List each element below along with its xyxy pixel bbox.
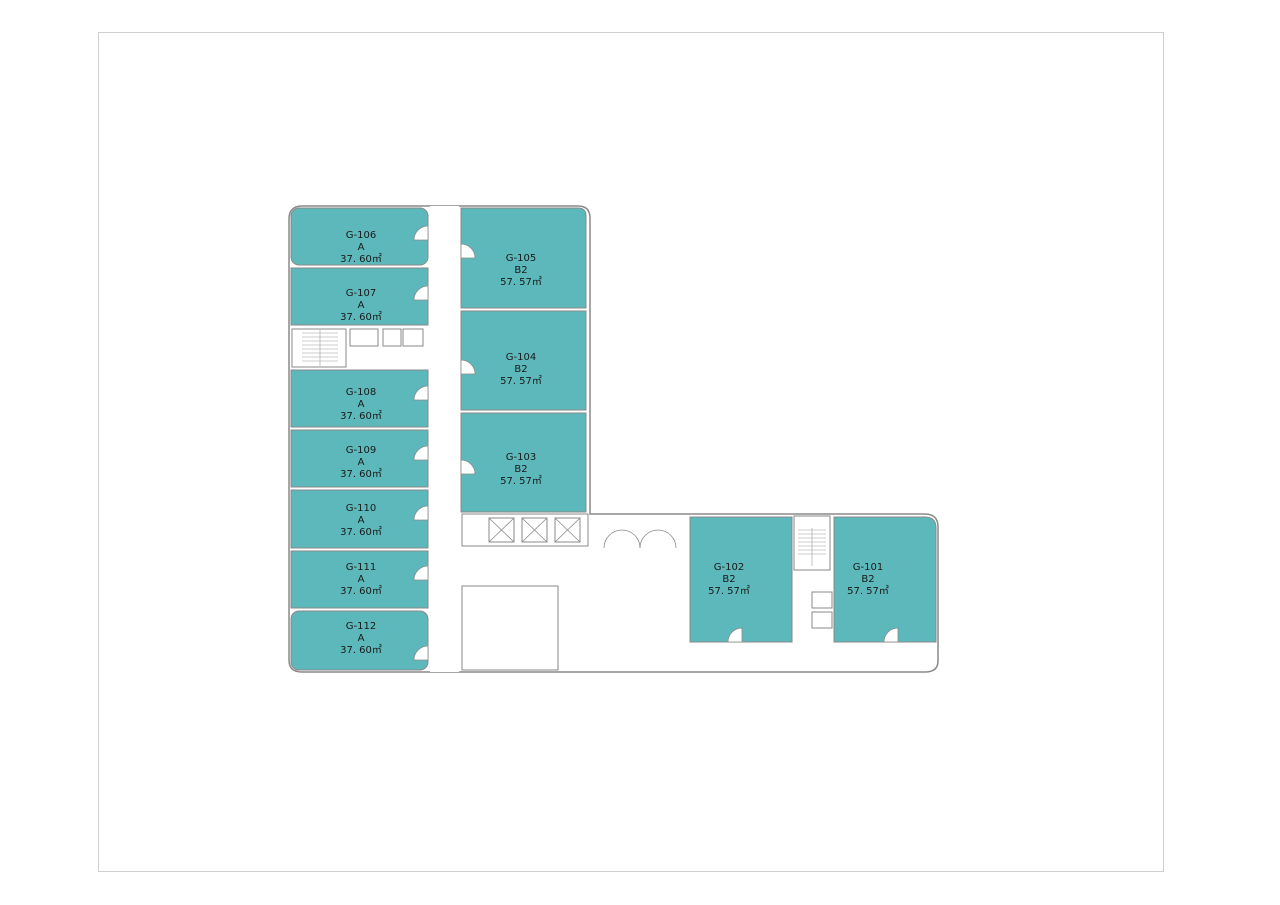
room-id-label: G-109: [346, 445, 376, 456]
door-swings: [413, 225, 899, 661]
room-type-label: B2: [722, 574, 735, 585]
room-g-105: [460, 207, 587, 309]
room-id-label: G-101: [853, 562, 883, 573]
elevator-lobby: [461, 513, 589, 547]
room-g-103: [460, 412, 587, 513]
room-area-label: 37. 60㎡: [340, 410, 382, 422]
room-labels: G-106 A 37. 60㎡ G-107 A 37. 60㎡ G-108 A …: [340, 230, 889, 656]
room-g-111: [290, 550, 429, 609]
room-g-110: [290, 489, 429, 549]
room-type-label: B2: [514, 464, 527, 475]
room-type-label: A: [358, 300, 365, 311]
drawing-frame: [98, 32, 1164, 872]
room-id-label: G-111: [346, 562, 376, 573]
room-area-label: 57. 57㎡: [500, 276, 542, 288]
room-type-label: A: [358, 242, 365, 253]
room-type-label: A: [358, 399, 365, 410]
room-type-label: A: [358, 574, 365, 585]
room-id-label: G-106: [346, 230, 376, 241]
room-id-label: G-105: [506, 253, 536, 264]
room-g-107: [290, 267, 429, 326]
room-area-label: 57. 57㎡: [500, 475, 542, 487]
room-area-label: 37. 60㎡: [340, 253, 382, 265]
room-type-label: A: [358, 457, 365, 468]
room-type-label: B2: [861, 574, 874, 585]
room-area-label: 37. 60㎡: [340, 644, 382, 656]
room-type-label: B2: [514, 265, 527, 276]
stair-west: [291, 328, 347, 368]
service-closets-east: [811, 591, 833, 629]
room-g-112: [290, 610, 429, 671]
room-id-label: G-104: [506, 352, 536, 363]
stair-east: [793, 515, 831, 571]
room-area-label: 57. 57㎡: [708, 585, 750, 597]
entrance-doors: [603, 529, 677, 549]
corridor: [430, 206, 459, 672]
room-area-label: 37. 60㎡: [340, 585, 382, 597]
room-area-label: 57. 57㎡: [500, 375, 542, 387]
room-id-label: G-102: [714, 562, 744, 573]
room-type-label: A: [358, 515, 365, 526]
room-id-label: G-103: [506, 452, 536, 463]
room-g-101: [833, 516, 937, 643]
room-id-label: G-112: [346, 621, 376, 632]
service-closets-west: [349, 328, 424, 347]
room-id-label: G-110: [346, 503, 376, 514]
room-g-104: [460, 310, 587, 411]
room-area-label: 37. 60㎡: [340, 468, 382, 480]
room-g-102: [689, 516, 793, 643]
room-g-108: [290, 369, 429, 428]
room-id-label: G-107: [346, 288, 376, 299]
room-g-109: [290, 429, 429, 488]
room-area-label: 37. 60㎡: [340, 311, 382, 323]
room-id-label: G-108: [346, 387, 376, 398]
room-type-label: B2: [514, 364, 527, 375]
courtyard: [461, 585, 559, 671]
room-area-label: 37. 60㎡: [340, 526, 382, 538]
room-type-label: A: [358, 633, 365, 644]
room-area-label: 57. 57㎡: [847, 585, 889, 597]
